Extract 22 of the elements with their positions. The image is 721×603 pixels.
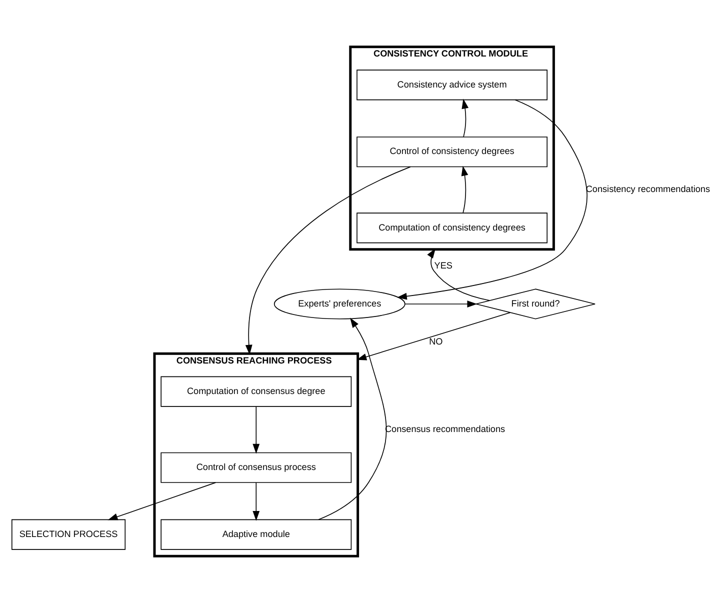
arrow	[252, 406, 260, 454]
node-box: Adaptive module	[160, 519, 352, 550]
node-box: Consistency advice system	[356, 70, 548, 100]
node-box: SELECTION PROCESS	[11, 519, 126, 550]
arrow	[108, 482, 216, 520]
node-box: Computation of consistency degrees	[356, 212, 548, 244]
node-box: Computation of consensus degree	[160, 376, 352, 407]
node-box: Control of consistency degrees	[356, 136, 548, 168]
node-box: Control of consensus process	[160, 452, 352, 483]
edge-label: NO	[429, 336, 443, 346]
arrow	[462, 98, 469, 138]
node-diamond: First round?	[476, 288, 596, 320]
arrow	[318, 318, 387, 520]
node-ellipse: Experts' preferences	[274, 288, 406, 320]
arrow	[252, 482, 260, 521]
edge-label: YES	[434, 260, 452, 270]
arrow	[404, 300, 478, 308]
arrow	[245, 166, 411, 355]
arrow	[427, 248, 490, 301]
arrow	[461, 166, 468, 214]
arrow	[396, 100, 588, 300]
arrow	[356, 312, 511, 360]
